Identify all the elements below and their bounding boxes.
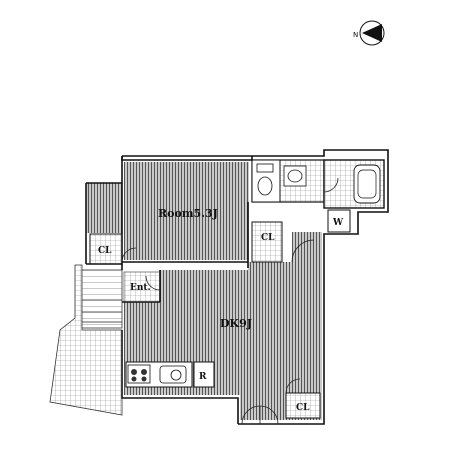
entrance-label: Ent. [130, 283, 151, 293]
closet-bottom [285, 392, 321, 419]
left-strip [86, 183, 122, 233]
closet-bottom-label: CL [296, 403, 310, 413]
closet-left [89, 233, 123, 265]
entrance-floor [123, 271, 161, 303]
closet-left-label: CL [98, 246, 112, 256]
stove-icon [127, 364, 151, 384]
doors [121, 177, 339, 425]
washer-label: W [332, 218, 344, 228]
room-label: Room5.3J [158, 207, 218, 220]
compass-label: N [353, 31, 358, 39]
dk-label: DK9J [220, 317, 252, 330]
refrigerator-label: R [199, 372, 207, 382]
refrigerator-box [193, 361, 215, 388]
walls [85, 149, 389, 425]
compass: N [353, 20, 385, 46]
stairs [81, 269, 123, 329]
toilet-icon [256, 163, 274, 196]
north-arrow-icon [362, 24, 382, 42]
bathtub-icon [353, 164, 381, 204]
closet-mid [251, 221, 283, 263]
sink-icon [159, 365, 187, 384]
washer-box [327, 209, 351, 233]
basin-icon [283, 165, 307, 187]
closet-mid-label: CL [261, 233, 275, 243]
room-floor [124, 162, 249, 260]
